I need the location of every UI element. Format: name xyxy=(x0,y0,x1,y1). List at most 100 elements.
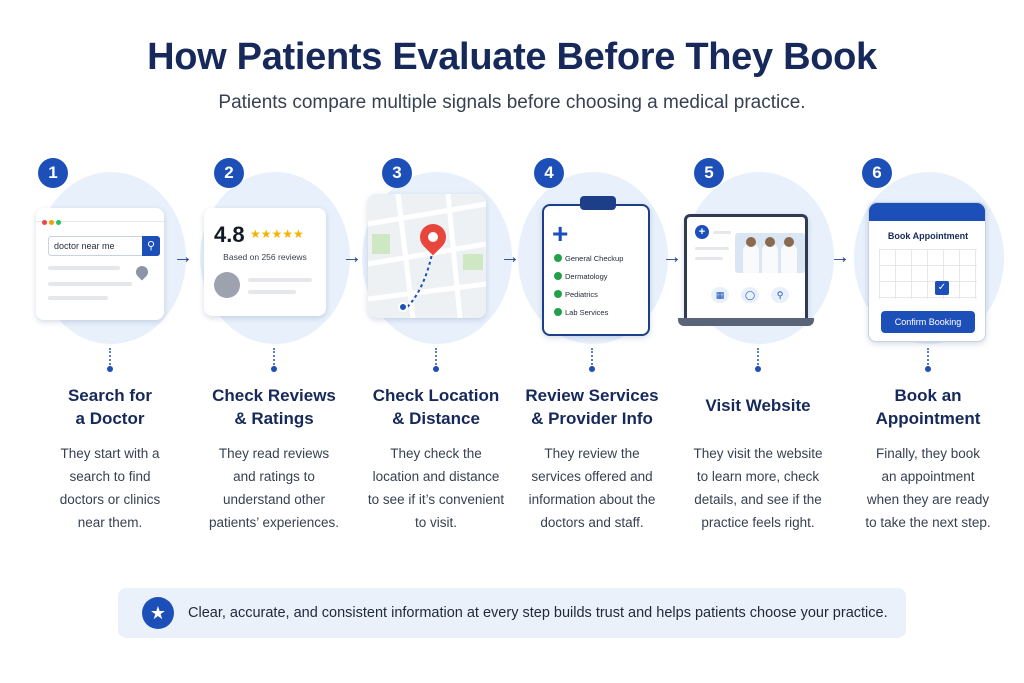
arrow-right-icon: → xyxy=(500,246,520,268)
desc-line: an appointment xyxy=(881,469,975,484)
laptop-base xyxy=(678,318,814,326)
arrow-right-icon: → xyxy=(662,246,682,268)
step-title: Check Reviews & Ratings xyxy=(194,384,354,430)
step-title: Visit Website xyxy=(678,394,838,417)
desc-line: patients’ experiences. xyxy=(208,515,340,530)
step-description: They check the location and distance to … xyxy=(356,442,516,534)
desc-line: details, and see if the xyxy=(694,492,822,507)
calendar-icon: ▦ xyxy=(711,287,729,303)
desc-line: to visit. xyxy=(414,515,457,530)
step-services: 4 + General Checkup Dermatology Pediatri… xyxy=(512,158,672,538)
shield-icon: ◯ xyxy=(741,287,759,303)
desc-line: services offered and xyxy=(531,469,653,484)
banner-text: Clear, accurate, and consistent informat… xyxy=(188,605,888,621)
medical-cross-icon: + xyxy=(552,218,569,249)
calendar-header xyxy=(869,203,985,221)
star-rating-icon: ★★★★★ xyxy=(250,227,304,241)
desc-line: when they are ready xyxy=(866,492,990,507)
step-title-line: & Distance xyxy=(392,409,480,428)
service-item: Pediatrics xyxy=(554,290,598,299)
calendar-illustration: Book Appointment ✓ Confirm Booking xyxy=(868,202,986,342)
step-description: They visit the website to learn more, ch… xyxy=(678,442,838,534)
trust-banner: ★ Clear, accurate, and consistent inform… xyxy=(118,588,906,638)
step-title-line: a Doctor xyxy=(75,409,145,428)
arrow-right-icon: → xyxy=(830,246,850,268)
step-number-badge: 1 xyxy=(38,158,68,188)
step-description: They start with a search to find doctors… xyxy=(30,442,190,534)
step-number-badge: 2 xyxy=(214,158,244,188)
step-title-line: Book an xyxy=(894,386,962,405)
step-book: 6 Book Appointment ✓ Confirm Booking Boo… xyxy=(848,158,1008,538)
medical-cross-icon: + xyxy=(695,225,709,239)
step-title: Book an Appointment xyxy=(848,384,1008,430)
desc-line: location and distance xyxy=(372,469,500,484)
step-title-line: & Ratings xyxy=(234,409,314,428)
service-item: General Checkup xyxy=(554,254,623,263)
step-description: They review the services offered and inf… xyxy=(512,442,672,534)
map-streets xyxy=(368,194,486,318)
page-subtitle: Patients compare multiple signals before… xyxy=(218,92,806,113)
step-title: Review Services & Provider Info xyxy=(512,384,672,430)
calendar-title: Book Appointment xyxy=(887,231,969,241)
map-illustration xyxy=(368,194,486,318)
browser-titlebar xyxy=(36,208,164,225)
desc-line: and ratings to xyxy=(233,469,315,484)
step-number-badge: 6 xyxy=(862,158,892,188)
confirm-booking-button: Confirm Booking xyxy=(881,311,975,333)
service-item: Dermatology xyxy=(554,272,608,281)
step-title: Search for a Doctor xyxy=(30,384,190,430)
step-title-line: Review Services xyxy=(525,386,659,405)
step-number-badge: 4 xyxy=(534,158,564,188)
desc-line: Finally, they book xyxy=(875,446,981,461)
step-description: They read reviews and ratings to underst… xyxy=(194,442,354,534)
desc-line: search to find xyxy=(69,469,151,484)
search-icon: ⚲ xyxy=(142,236,160,256)
desc-line: understand other xyxy=(222,492,326,507)
desc-line: They check the xyxy=(390,446,482,461)
step-title-line: & Provider Info xyxy=(531,409,653,428)
step-description: Finally, they book an appointment when t… xyxy=(848,442,1008,534)
step-title-line: Check Location xyxy=(372,386,500,405)
step-search: 1 doctor near me ⚲ Search for a Doctor T… xyxy=(30,158,190,538)
desc-line: They visit the website xyxy=(693,446,823,461)
current-location-icon xyxy=(398,302,408,312)
review-count: Based on 256 reviews xyxy=(223,252,307,262)
checkmark-icon: ✓ xyxy=(935,281,949,295)
step-title-line: Check Reviews xyxy=(212,386,336,405)
location-pin-icon: ⚲ xyxy=(771,287,789,303)
arrow-right-icon: → xyxy=(342,246,362,268)
clipboard-illustration: + General Checkup Dermatology Pediatrics… xyxy=(542,196,650,336)
desc-line: practice feels right. xyxy=(701,515,815,530)
reviews-card: 4.8 ★★★★★ Based on 256 reviews xyxy=(204,208,326,316)
clipboard-clip-icon xyxy=(580,196,616,210)
step-number-badge: 5 xyxy=(694,158,724,188)
desc-line: to learn more, check xyxy=(696,469,820,484)
page-title: How Patients Evaluate Before They Book xyxy=(147,36,877,78)
step-reviews: 2 4.8 ★★★★★ Based on 256 reviews Check R… xyxy=(194,158,354,538)
browser-illustration: doctor near me ⚲ xyxy=(36,208,164,320)
desc-line: to take the next step. xyxy=(865,515,991,530)
desc-line: information about the xyxy=(528,492,656,507)
step-title-line: Appointment xyxy=(875,409,981,428)
rating-value: 4.8 xyxy=(214,222,245,247)
arrow-right-icon: → xyxy=(173,246,193,268)
location-pin-icon xyxy=(133,263,151,281)
desc-line: They read reviews xyxy=(218,446,330,461)
step-title-line: Search for xyxy=(67,386,153,405)
step-title: Check Location & Distance xyxy=(356,384,516,430)
calendar-grid xyxy=(879,249,977,299)
step-location: 3 Check Location & Distance They check t… xyxy=(356,158,516,538)
step-title-line: Visit Website xyxy=(705,396,811,415)
service-item: Lab Services xyxy=(554,308,608,317)
desc-line: They review the xyxy=(544,446,640,461)
desc-line: to see if it’s convenient xyxy=(367,492,505,507)
laptop-illustration: + ▦ ◯ ⚲ xyxy=(684,214,808,318)
step-number-badge: 3 xyxy=(382,158,412,188)
star-icon: ★ xyxy=(142,597,174,629)
doctors-photo xyxy=(735,233,805,273)
search-box: doctor near me xyxy=(48,236,144,256)
desc-line: near them. xyxy=(77,515,143,530)
desc-line: doctors or clinics xyxy=(59,492,161,507)
desc-line: They start with a xyxy=(60,446,160,461)
avatar xyxy=(214,272,240,298)
